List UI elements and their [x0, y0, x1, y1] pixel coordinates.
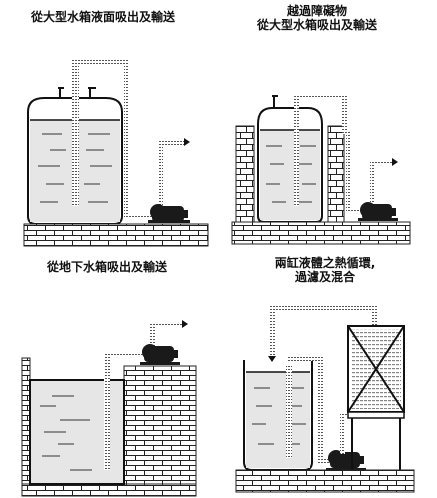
- panel-top-left: [23, 60, 209, 247]
- brick-wall: [235, 125, 255, 225]
- caption-top-right: 越過障礙物 從大型水箱吸出及輸送: [232, 4, 402, 32]
- caption-line: 從大型水箱吸出及輸送: [256, 18, 377, 32]
- caption-line: 從大型水箱液面吸出及輸送: [30, 10, 175, 24]
- caption-line: 過濾及混合: [294, 270, 355, 284]
- suction-pipe: [286, 366, 292, 458]
- water-lines: [38, 133, 112, 203]
- pump: [140, 344, 180, 365]
- caption-top-left: 從大型水箱液面吸出及輸送: [8, 10, 198, 24]
- caption-bottom-right: 兩缸液體之熱循環, 過濾及混合: [255, 256, 395, 284]
- brick-obstacle: [327, 125, 345, 225]
- panel-top-right: [231, 94, 411, 245]
- suction-pipe: [104, 356, 110, 470]
- brick-floor: [231, 221, 411, 245]
- brick-floor: [235, 469, 415, 493]
- pump: [358, 202, 398, 221]
- suction-pipe: [72, 60, 79, 206]
- panel-bottom-left: [21, 320, 197, 497]
- caption-bottom-left: 從地下水箱吸出及輸送: [22, 260, 192, 274]
- caption-line: 從地下水箱吸出及輸送: [46, 260, 167, 274]
- pump: [148, 204, 190, 223]
- caption-line: 兩缸液體之熱循環,: [274, 256, 376, 270]
- brick-floor: [23, 223, 209, 247]
- caption-line: 越過障礙物: [286, 4, 347, 18]
- pump: [326, 450, 366, 471]
- panel-bottom-right: [235, 306, 415, 493]
- tank-stand: [347, 411, 405, 419]
